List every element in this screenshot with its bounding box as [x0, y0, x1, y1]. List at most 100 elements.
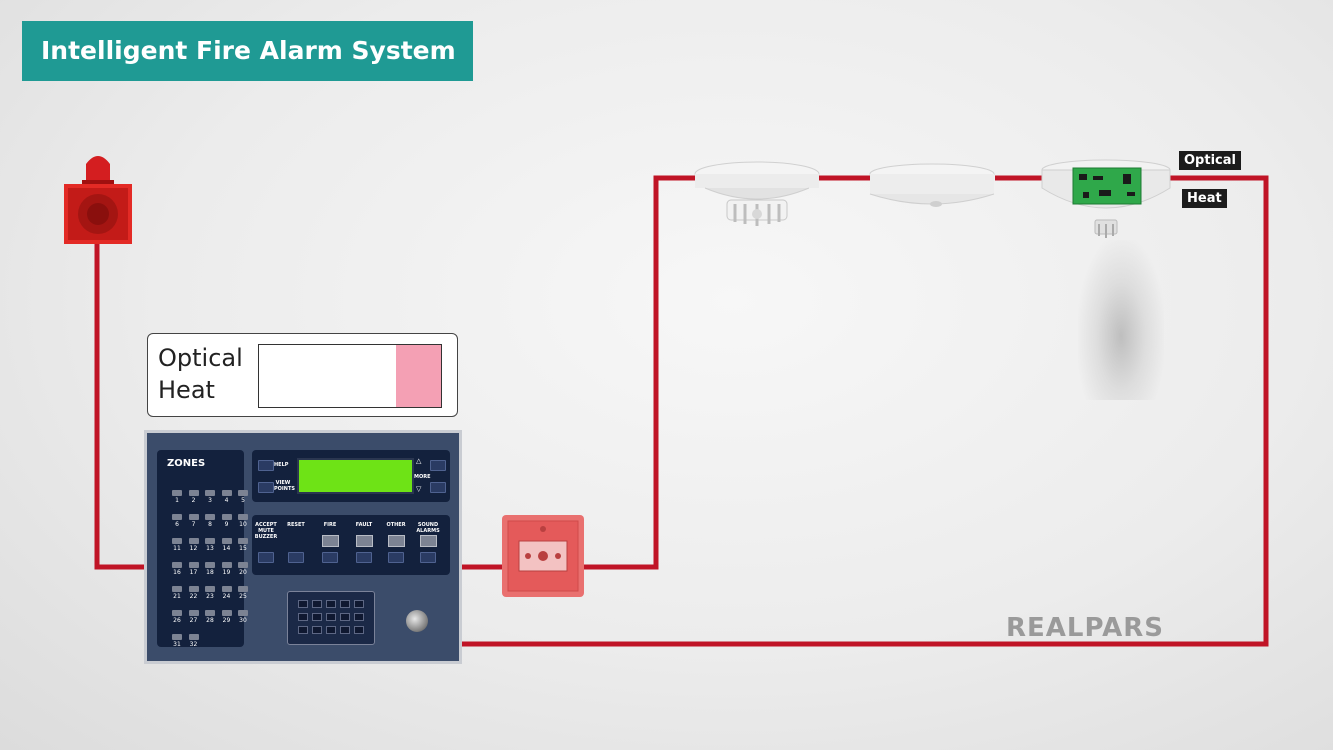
detector-legend: Optical Heat: [147, 333, 458, 417]
zone-indicator: 10: [235, 514, 251, 528]
zone-led: [205, 562, 215, 568]
zone-indicator: 1: [169, 490, 185, 504]
control-button[interactable]: [420, 535, 437, 547]
zone-indicator: 12: [186, 538, 202, 552]
zone-number: 24: [222, 593, 231, 600]
zone-indicator: 27: [186, 610, 202, 624]
zone-indicator: 19: [219, 562, 235, 576]
zone-number: 17: [189, 569, 198, 576]
zone-indicator: 2: [186, 490, 202, 504]
zone-number: 15: [239, 545, 247, 552]
zone-number: 27: [189, 617, 198, 624]
keypad-key[interactable]: [340, 613, 350, 621]
more-label: MORE: [414, 474, 431, 480]
control-key[interactable]: [258, 552, 274, 563]
legend-heat-label: Heat: [158, 376, 215, 404]
zones-title: ZONES: [167, 458, 206, 469]
scroll-down-key[interactable]: [430, 482, 446, 493]
keypad-key[interactable]: [340, 600, 350, 608]
keypad-key[interactable]: [312, 613, 322, 621]
control-button[interactable]: [356, 535, 373, 547]
zone-number: 26: [173, 617, 181, 624]
zone-indicator: 20: [235, 562, 251, 576]
view-points-label: VIEW POINTS: [274, 480, 295, 492]
zone-led: [172, 538, 182, 544]
zone-number: 18: [206, 569, 214, 576]
keypad-key[interactable]: [312, 600, 322, 608]
zone-indicator: 17: [186, 562, 202, 576]
legend-optical-label: Optical: [158, 344, 243, 372]
zone-number: 4: [224, 497, 229, 504]
control-key[interactable]: [322, 552, 338, 563]
zone-indicator: 8: [202, 514, 218, 528]
down-arrow-icon: ▽: [416, 485, 422, 493]
sounder-beacon-icon: [64, 156, 132, 244]
keypad-key[interactable]: [298, 600, 308, 608]
zone-number: 13: [206, 545, 214, 552]
keypad-key[interactable]: [354, 613, 364, 621]
keypad-key[interactable]: [298, 626, 308, 634]
zone-led: [188, 538, 199, 544]
zone-number: 28: [206, 617, 214, 624]
lcd-screen: [297, 458, 414, 494]
zone-led: [188, 586, 199, 592]
numeric-keypad: [287, 591, 375, 645]
zone-led: [172, 610, 182, 616]
zone-indicator: 6: [169, 514, 185, 528]
zone-led: [188, 634, 199, 640]
zone-indicator: 26: [169, 610, 185, 624]
zone-led: [188, 562, 199, 568]
scroll-up-key[interactable]: [430, 460, 446, 471]
zone-number: 3: [208, 497, 212, 504]
zone-led: [221, 586, 232, 592]
zone-led: [172, 586, 182, 592]
control-key[interactable]: [356, 552, 372, 563]
zone-led: [188, 610, 199, 616]
zone-indicator: 23: [202, 586, 218, 600]
optical-smoke-detector-icon: [869, 163, 995, 207]
keypad-key[interactable]: [326, 613, 336, 621]
zone-indicator: 13: [202, 538, 218, 552]
zone-led: [238, 586, 248, 592]
zone-number: 25: [239, 593, 247, 600]
key-switch-icon[interactable]: [406, 610, 428, 632]
zone-led: [238, 610, 248, 616]
control-key[interactable]: [288, 552, 304, 563]
zone-led: [221, 610, 232, 616]
zone-led: [188, 490, 199, 496]
zone-led: [205, 490, 215, 496]
zone-number: 21: [173, 593, 181, 600]
zone-led: [221, 562, 232, 568]
zone-number: 2: [191, 497, 196, 504]
zone-number: 7: [191, 521, 196, 528]
help-key[interactable]: [258, 460, 274, 471]
keypad-key[interactable]: [340, 626, 350, 634]
keypad-key[interactable]: [326, 600, 336, 608]
control-button[interactable]: [388, 535, 405, 547]
zone-indicator: 9: [219, 514, 235, 528]
control-button[interactable]: [322, 535, 339, 547]
zone-led: [172, 562, 182, 568]
multisensor-detector-icon: [1041, 159, 1171, 238]
keypad-key[interactable]: [298, 613, 308, 621]
zone-indicator: 31: [169, 634, 185, 648]
zone-indicator: 22: [186, 586, 202, 600]
keypad-key[interactable]: [312, 626, 322, 634]
help-label: HELP: [274, 462, 289, 468]
control-key[interactable]: [388, 552, 404, 563]
control-key[interactable]: [420, 552, 436, 563]
control-label: ACCEPT MUTE BUZZER: [254, 522, 278, 540]
control-label: FIRE: [323, 522, 337, 528]
view-points-key[interactable]: [258, 482, 274, 493]
zone-led: [205, 610, 215, 616]
zone-indicator: 21: [169, 586, 185, 600]
keypad-key[interactable]: [354, 626, 364, 634]
zone-led: [205, 514, 215, 520]
realpars-logo: REALPARS: [1006, 613, 1165, 643]
page-title: Intelligent Fire Alarm System: [22, 21, 473, 81]
keypad-key[interactable]: [354, 600, 364, 608]
keypad-key[interactable]: [326, 626, 336, 634]
